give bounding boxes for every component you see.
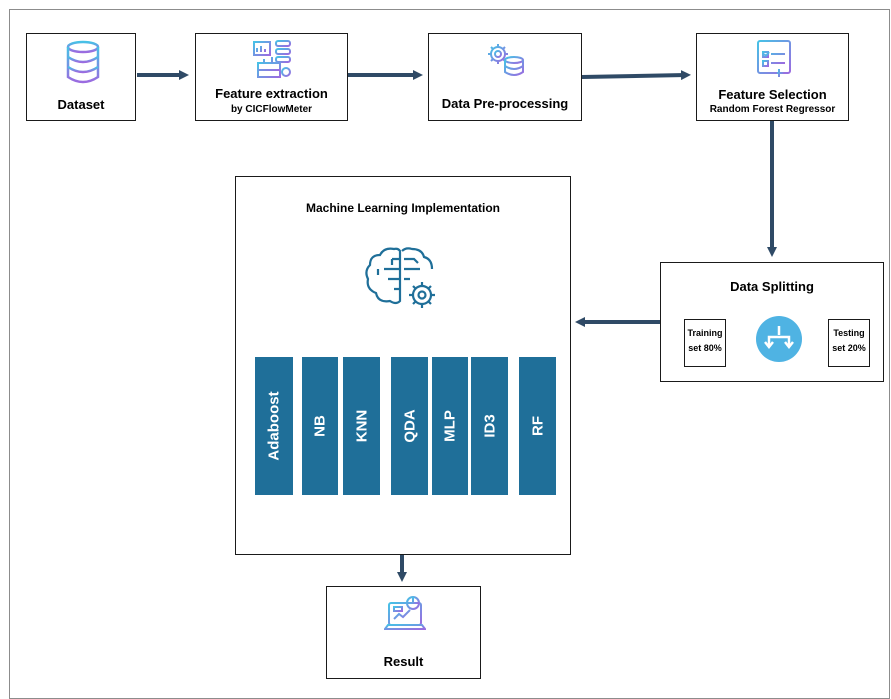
preprocessing-label: Data Pre-processing xyxy=(441,96,569,111)
feature-selection-label: Feature Selection xyxy=(718,87,827,102)
checklist-icon xyxy=(757,40,791,77)
model-label-rf: RF xyxy=(529,416,546,436)
feature-extraction-label: Feature extraction xyxy=(215,86,328,101)
model-bar-adaboost: Adaboost xyxy=(255,357,293,495)
ml-implementation-label: Machine Learning Implementation xyxy=(305,201,501,215)
split-icon xyxy=(756,316,802,362)
model-bar-nb: NB xyxy=(302,357,338,495)
result-node: Result xyxy=(326,586,481,679)
testing-set-line2: set 20% xyxy=(832,343,866,353)
model-label-qda: QDA xyxy=(401,409,418,443)
model-bar-mlp: MLP xyxy=(432,357,468,495)
feature-extraction-sub: by CICFlowMeter xyxy=(230,104,313,115)
data-gear-icon xyxy=(488,44,524,76)
model-bar-id3: ID3 xyxy=(471,357,508,495)
arrow-preprocessing-to-selection xyxy=(581,70,691,81)
analytics-icon xyxy=(253,40,291,78)
model-bar-knn: KNN xyxy=(343,357,380,495)
feature-selection-sub: Random Forest Regressor xyxy=(709,104,836,115)
brain-gear-icon xyxy=(365,247,435,308)
model-label-nb: NB xyxy=(311,415,329,437)
database-icon xyxy=(66,40,100,84)
data-splitting-label: Data Splitting xyxy=(730,279,814,294)
laptop-chart-icon xyxy=(384,596,426,630)
dataset-node: Dataset xyxy=(26,33,136,121)
training-set-line2: set 80% xyxy=(688,343,722,353)
training-set-box: Training set 80% xyxy=(684,319,726,367)
training-set-line1: Training xyxy=(687,328,723,338)
feature-extraction-node: Feature extraction by CICFlowMeter xyxy=(195,33,348,121)
data-splitting-node: Data Splitting Training set 80% Testing … xyxy=(660,262,884,382)
flow-arrows xyxy=(137,70,777,582)
model-bar-qda: QDA xyxy=(391,357,428,495)
model-label-id3: ID3 xyxy=(481,414,498,438)
dataset-label: Dataset xyxy=(57,97,105,112)
model-label-adaboost: Adaboost xyxy=(265,391,283,461)
feature-selection-node: Feature Selection Random Forest Regresso… xyxy=(696,33,849,121)
result-label: Result xyxy=(383,654,424,669)
testing-set-box: Testing set 20% xyxy=(828,319,870,367)
model-label-mlp: MLP xyxy=(441,410,459,442)
model-label-knn: KNN xyxy=(353,409,370,443)
preprocessing-node: Data Pre-processing xyxy=(428,33,582,121)
testing-set-line1: Testing xyxy=(833,328,865,338)
model-bar-rf: RF xyxy=(519,357,556,495)
